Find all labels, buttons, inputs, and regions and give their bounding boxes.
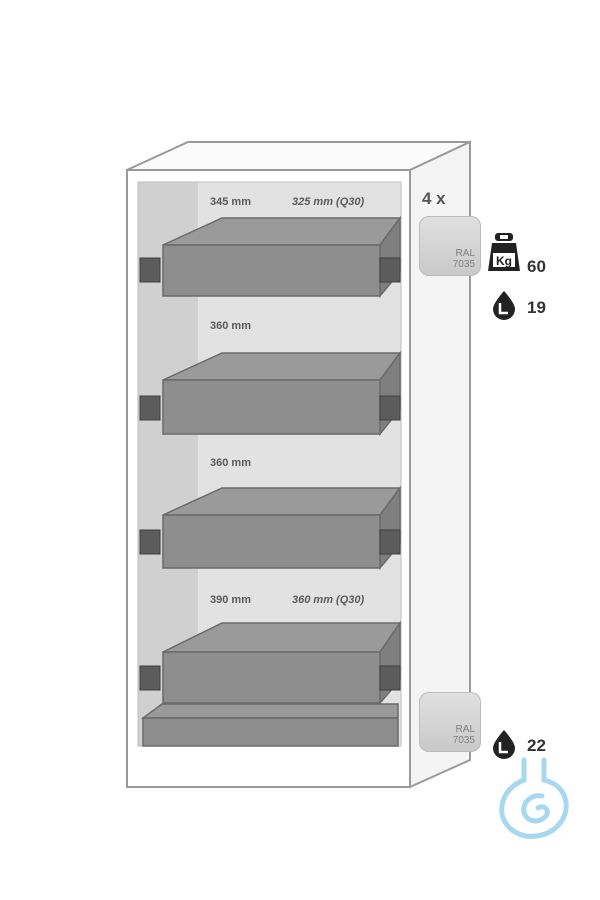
ral-label: RAL	[455, 248, 475, 259]
dimension-top-right: 325 mm (Q30)	[292, 196, 365, 208]
weight-icon: Kg	[488, 233, 520, 271]
dimension-gap-1: 360 mm	[210, 320, 251, 332]
ral-code: 7035	[452, 735, 475, 746]
ral-swatch-bottom: RAL 7035	[419, 692, 481, 752]
bottom-sump	[140, 703, 399, 747]
drawer-2	[139, 350, 402, 437]
ral-label: RAL	[455, 724, 475, 735]
drawer-count-label: 4 x	[422, 189, 446, 208]
dimension-top-left: 345 mm	[210, 196, 251, 208]
drop-icon	[493, 730, 515, 759]
ral-text-bottom: RAL 7035	[453, 724, 475, 746]
ral-swatch-top: RAL 7035	[419, 216, 481, 276]
dimension-bottom-right: 360 mm (Q30)	[292, 594, 365, 606]
drawer-3	[139, 485, 402, 571]
ral-code: 7035	[452, 259, 475, 270]
dimension-bottom-left: 390 mm	[210, 594, 251, 606]
drawer-1	[139, 215, 402, 299]
dimension-gap-2: 360 mm	[210, 457, 251, 469]
flask-logo-icon	[499, 757, 569, 839]
drop-icon	[493, 291, 515, 320]
drawer-volume-value: 19	[527, 298, 546, 317]
sump-volume-value: 22	[527, 736, 546, 755]
ral-text-top: RAL 7035	[453, 248, 475, 270]
drawer-4	[139, 620, 402, 706]
load-capacity-value: 60	[527, 257, 546, 276]
weight-icon-text: Kg	[496, 254, 512, 268]
